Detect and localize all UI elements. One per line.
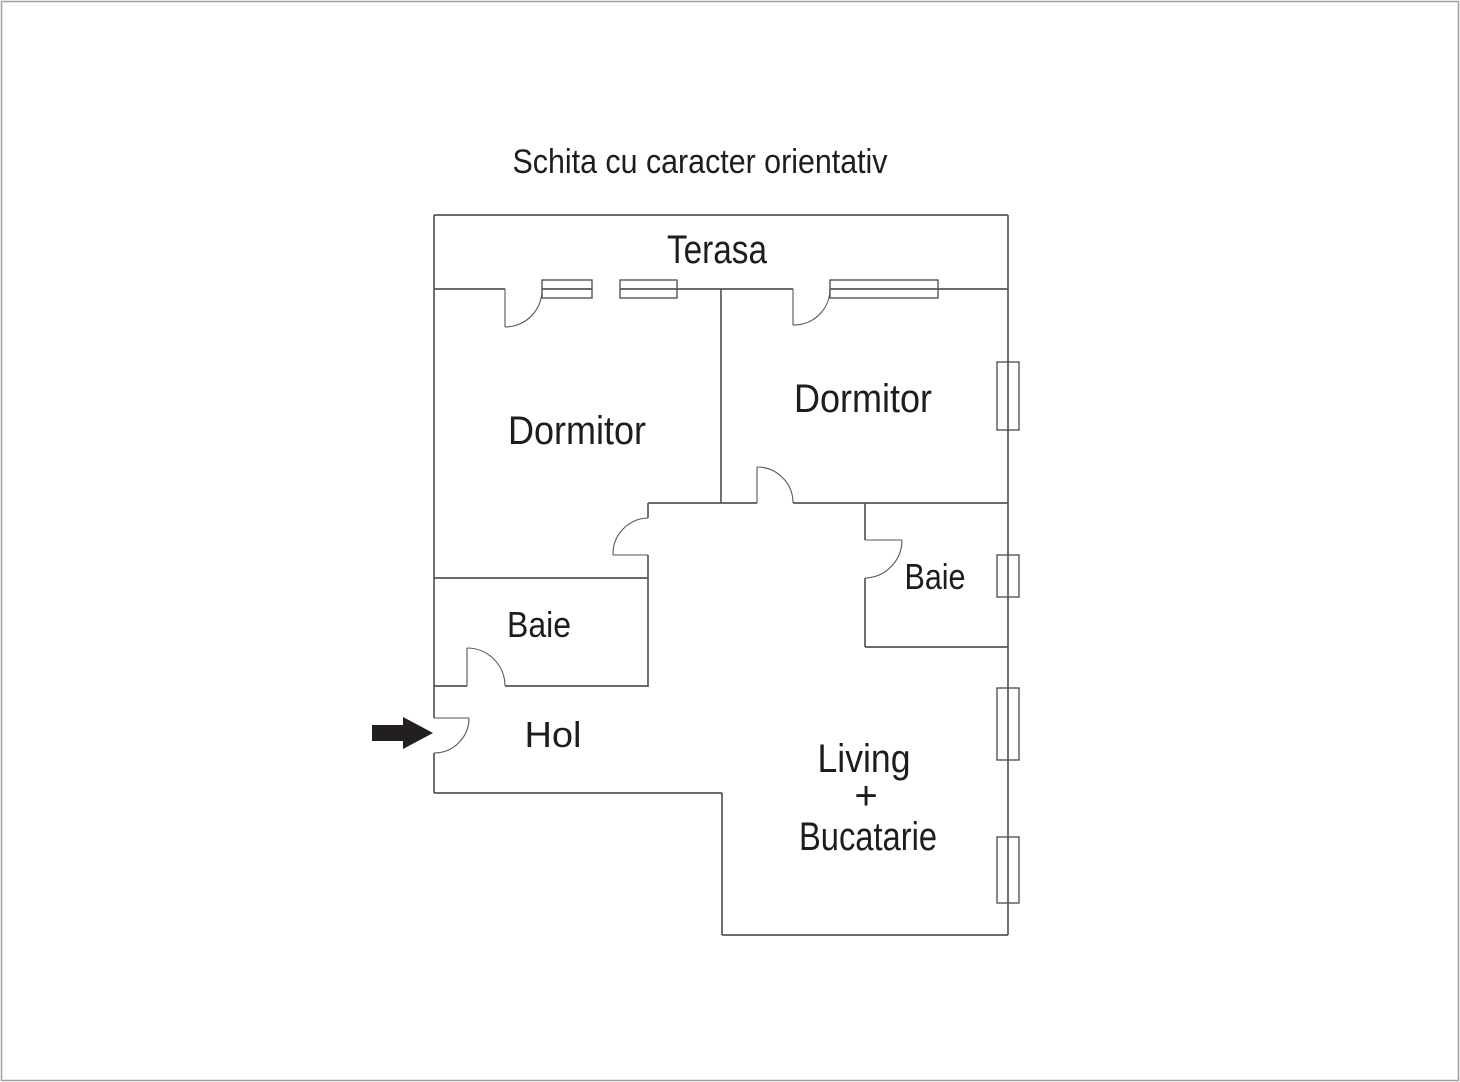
- room-label-dormitor-left: Dormitor: [508, 409, 646, 453]
- entrance-arrow-icon: [372, 717, 433, 749]
- room-label-hol: Hol: [525, 714, 582, 755]
- room-label-living-line2: +: [854, 774, 877, 818]
- door-arc-dormitor-right: [756, 466, 794, 504]
- page-title: Schita cu caracter orientativ: [513, 143, 888, 181]
- room-label-dormitor-right: Dormitor: [794, 377, 932, 421]
- room-label-baie-left: Baie: [507, 604, 571, 645]
- doors-group: [433, 288, 903, 754]
- door-arc-baie-right: [864, 539, 903, 579]
- door-arc-entrance: [433, 717, 470, 754]
- door-arc-baie-left: [466, 647, 506, 687]
- room-label-living-line3: Bucatarie: [799, 815, 937, 859]
- room-label-living-line1: Living: [818, 737, 911, 781]
- door-arc-dormitor-left: [612, 517, 649, 556]
- door-arc-terasa-right: [792, 288, 831, 326]
- door-arc-terasa-left: [504, 288, 543, 328]
- room-label-baie-right: Baie: [905, 556, 966, 597]
- room-label-terasa: Terasa: [667, 228, 768, 272]
- walls-group: [433, 214, 1009, 936]
